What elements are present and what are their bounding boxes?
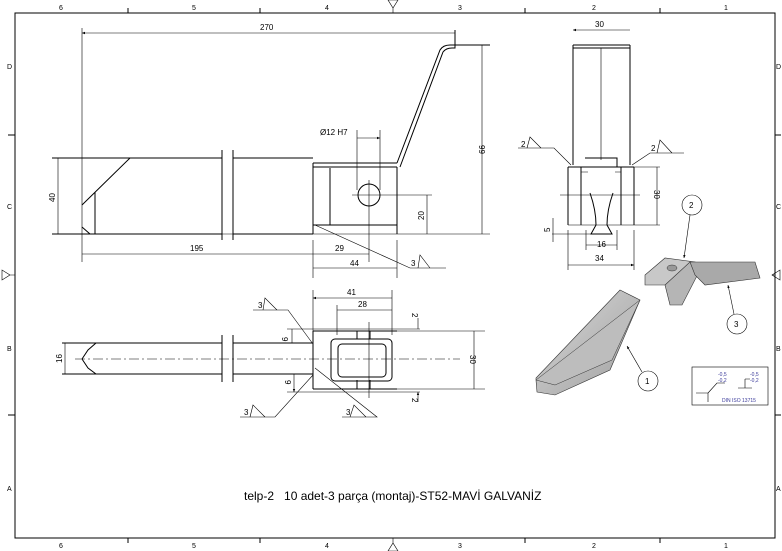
svg-text:16: 16 bbox=[597, 240, 606, 249]
svg-text:34: 34 bbox=[595, 254, 604, 263]
drawing-title: telp-2 10 adet-3 parça (montaj)-ST52-MAV… bbox=[244, 489, 541, 503]
svg-text:30: 30 bbox=[652, 190, 661, 199]
svg-text:3: 3 bbox=[734, 320, 739, 329]
svg-text:1: 1 bbox=[724, 543, 728, 550]
svg-text:-0,5: -0,5 bbox=[718, 372, 727, 378]
svg-text:2: 2 bbox=[410, 313, 419, 318]
svg-text:2: 2 bbox=[410, 398, 419, 403]
svg-text:40: 40 bbox=[48, 193, 57, 202]
svg-text:3: 3 bbox=[346, 408, 351, 417]
svg-text:C: C bbox=[7, 204, 12, 211]
svg-text:270: 270 bbox=[260, 23, 274, 32]
front-view: 30 30 5 16 34 2 2 bbox=[518, 20, 684, 270]
svg-text:Ø12 H7: Ø12 H7 bbox=[320, 128, 348, 137]
side-view: 270 99 40 195 29 44 20 Ø12 H7 3 bbox=[48, 23, 490, 278]
svg-text:4: 4 bbox=[325, 5, 329, 12]
svg-text:4: 4 bbox=[325, 543, 329, 550]
zone-labels: 6 5 4 3 2 1 6 5 4 3 2 1 D C B A D C B A bbox=[7, 5, 781, 550]
svg-text:D: D bbox=[7, 64, 12, 71]
svg-text:2: 2 bbox=[592, 5, 596, 12]
svg-text:B: B bbox=[7, 346, 12, 353]
svg-text:195: 195 bbox=[190, 244, 204, 253]
svg-text:2: 2 bbox=[592, 543, 596, 550]
svg-text:1: 1 bbox=[645, 377, 650, 386]
svg-text:3: 3 bbox=[411, 259, 416, 268]
svg-text:5: 5 bbox=[192, 5, 196, 12]
svg-text:B: B bbox=[776, 346, 781, 353]
svg-text:A: A bbox=[7, 486, 12, 493]
svg-text:30: 30 bbox=[468, 355, 477, 364]
svg-text:3: 3 bbox=[458, 5, 462, 12]
svg-text:2: 2 bbox=[521, 140, 526, 149]
svg-text:44: 44 bbox=[350, 259, 359, 268]
svg-text:99: 99 bbox=[477, 145, 486, 154]
svg-text:5: 5 bbox=[543, 227, 552, 232]
svg-text:2: 2 bbox=[689, 201, 694, 210]
svg-text:2: 2 bbox=[651, 144, 656, 153]
svg-text:A: A bbox=[776, 486, 781, 493]
svg-text:29: 29 bbox=[335, 244, 344, 253]
svg-text:41: 41 bbox=[347, 288, 356, 297]
svg-text:-0,2: -0,2 bbox=[750, 378, 759, 384]
svg-text:3: 3 bbox=[458, 543, 462, 550]
svg-text:-0,2: -0,2 bbox=[718, 378, 727, 384]
top-view: 41 28 30 16 9 9 2 2 3 3 3 bbox=[55, 288, 485, 418]
isometric-view bbox=[535, 257, 761, 396]
svg-text:3: 3 bbox=[244, 408, 249, 417]
svg-text:16: 16 bbox=[55, 354, 64, 363]
svg-text:30: 30 bbox=[595, 20, 604, 29]
svg-text:20: 20 bbox=[417, 211, 426, 220]
svg-text:28: 28 bbox=[358, 300, 367, 309]
svg-text:1: 1 bbox=[724, 5, 728, 12]
svg-text:9: 9 bbox=[283, 380, 292, 385]
svg-text:-0,5: -0,5 bbox=[750, 372, 759, 378]
svg-text:9: 9 bbox=[280, 337, 289, 342]
svg-text:C: C bbox=[776, 204, 781, 211]
part-balloons: 1 2 3 bbox=[626, 194, 748, 392]
svg-text:D: D bbox=[776, 64, 781, 71]
svg-text:6: 6 bbox=[59, 543, 63, 550]
edge-tolerance-box: -0,5 -0,2 -0,5 -0,2 DIN ISO 13715 bbox=[691, 366, 769, 406]
svg-text:6: 6 bbox=[59, 5, 63, 12]
svg-text:DIN ISO 13715: DIN ISO 13715 bbox=[722, 398, 756, 404]
svg-text:3: 3 bbox=[258, 301, 263, 310]
svg-text:5: 5 bbox=[192, 543, 196, 550]
